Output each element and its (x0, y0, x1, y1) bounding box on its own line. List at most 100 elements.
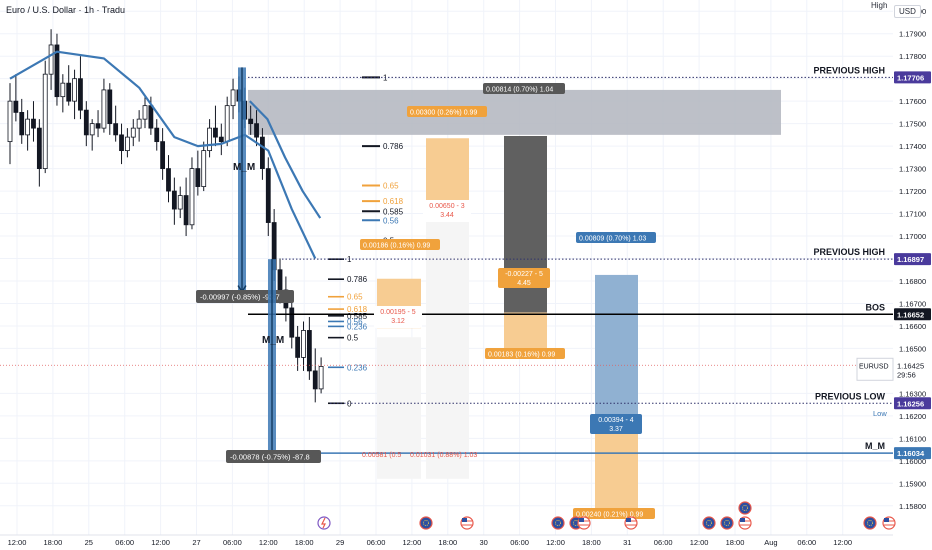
fib-level-label: 0.56 (347, 317, 363, 326)
position-label-bg (485, 348, 565, 359)
x-tick-label: 31 (623, 538, 631, 547)
x-tick-label: 06:00 (654, 538, 673, 547)
current-symbol-tag (856, 357, 894, 381)
center-tag-line: 4.45 (517, 280, 531, 287)
candle-down (54, 44, 60, 98)
price-axis[interactable]: 1.158001.159001.160001.161001.162001.163… (856, 0, 932, 550)
candles (7, 29, 324, 403)
candle-up (318, 366, 324, 390)
candle-up (89, 123, 95, 136)
eu-flag-icon (738, 501, 752, 515)
x-tick-label: 18:00 (726, 538, 745, 547)
candle-up (136, 118, 142, 129)
position-label: 0.00240 (0.21%) 0.99 (576, 512, 643, 519)
candle-down (95, 123, 101, 129)
eu-flag-stars (742, 505, 748, 511)
fib-level-label: 0.56 (383, 216, 399, 225)
candle-up (230, 89, 236, 107)
center-tag-line: 0.00394 - 4 (598, 417, 634, 424)
y-tick-label: 1.17200 (899, 187, 926, 196)
eu-flag-stars (423, 520, 429, 526)
candle-down (107, 89, 113, 125)
x-tick-label: 29 (336, 538, 344, 547)
candle-down (254, 123, 259, 138)
fib-level-label: 0.585 (347, 312, 368, 321)
x-tick-label: 12:00 (8, 538, 27, 547)
y-tick-label: 1.16300 (899, 389, 926, 398)
fib-level-label: 0.786 (347, 275, 368, 284)
moving-average-line (249, 100, 322, 219)
center-tag-line: 3.37 (609, 426, 623, 433)
countdown-timer: 29:56 (897, 370, 916, 379)
candle-down (36, 127, 42, 169)
fib-level-label: 0.236 (347, 363, 368, 372)
candle-down (277, 269, 283, 291)
candle-down (19, 111, 25, 136)
us-flag-canton (579, 518, 584, 522)
price-level-label: BOS (865, 302, 885, 312)
candle-down (312, 370, 318, 390)
center-tag-line: -0.00227 - 5 (505, 271, 543, 278)
x-tick-label: 12:00 (690, 538, 709, 547)
position-box (504, 312, 547, 355)
candle-down (154, 127, 160, 143)
fib-level-label: 0.618 (383, 197, 404, 206)
center-tag-bg (498, 268, 550, 288)
mm-label: M_M (262, 335, 284, 346)
price-tag-value: 1.16256 (897, 399, 924, 408)
moving-average-line (9, 50, 317, 259)
x-tick-label: 18:00 (582, 538, 601, 547)
y-tick-label: 1.17900 (899, 30, 926, 39)
candle-up (207, 127, 212, 152)
eu-flag-icon (863, 516, 877, 530)
candle-down (31, 118, 36, 129)
eu-flag-stars (724, 520, 730, 526)
y-tick-label: 1.17800 (899, 52, 926, 61)
candle-up (177, 195, 183, 210)
price-tag-bg (894, 397, 931, 410)
candle-up (101, 89, 107, 129)
candle-down (66, 82, 72, 102)
position-boxes (248, 89, 781, 516)
x-tick-label: 06:00 (797, 538, 816, 547)
x-tick-label: 06:00 (115, 538, 134, 547)
eu-flag-stars (555, 520, 561, 526)
x-tick-label: 12:00 (403, 538, 422, 547)
currency-button[interactable]: USD (894, 5, 921, 18)
candle-down (78, 78, 83, 111)
position-label-bg (407, 106, 487, 117)
candle-down (148, 105, 154, 129)
fib-level-label: 0.786 (383, 142, 404, 151)
symbol-title[interactable]: Euro / U.S. Dollar · 1h · Tradu (6, 5, 126, 15)
candle-up (72, 78, 77, 102)
guide-column (426, 212, 469, 479)
price-level-label: PREVIOUS LOW (815, 391, 886, 401)
position-box (595, 274, 638, 432)
x-tick-label: 12:00 (833, 538, 852, 547)
candle-down (213, 127, 218, 138)
position-box (595, 431, 638, 516)
eu-flag-icon (702, 516, 716, 530)
candle-down (289, 307, 295, 338)
candle-down (265, 168, 271, 223)
fib-level-label: 0.585 (383, 207, 404, 216)
price-tag-bg (894, 253, 931, 266)
measure-tools: -0.00997 (-0.85%) -93.7-0.00878 (-0.75%)… (196, 67, 321, 463)
low-label: Low (873, 409, 887, 418)
candle-down (218, 136, 224, 143)
candle-up (189, 168, 195, 226)
fib-level-label: 0 (347, 399, 352, 408)
x-tick-label: 12:00 (546, 538, 565, 547)
bottom-ratio-label: 0.00581 (0.5 (362, 452, 401, 459)
y-tick-label: 1.17400 (899, 142, 926, 151)
high-label: High (871, 1, 888, 10)
current-symbol: EURUSD (859, 363, 889, 370)
price-tag-value: 1.17706 (897, 73, 924, 82)
candle-up (125, 136, 130, 152)
lightning-icon (321, 517, 326, 529)
eu-flag-icon (551, 516, 565, 530)
candle-up (142, 105, 148, 120)
